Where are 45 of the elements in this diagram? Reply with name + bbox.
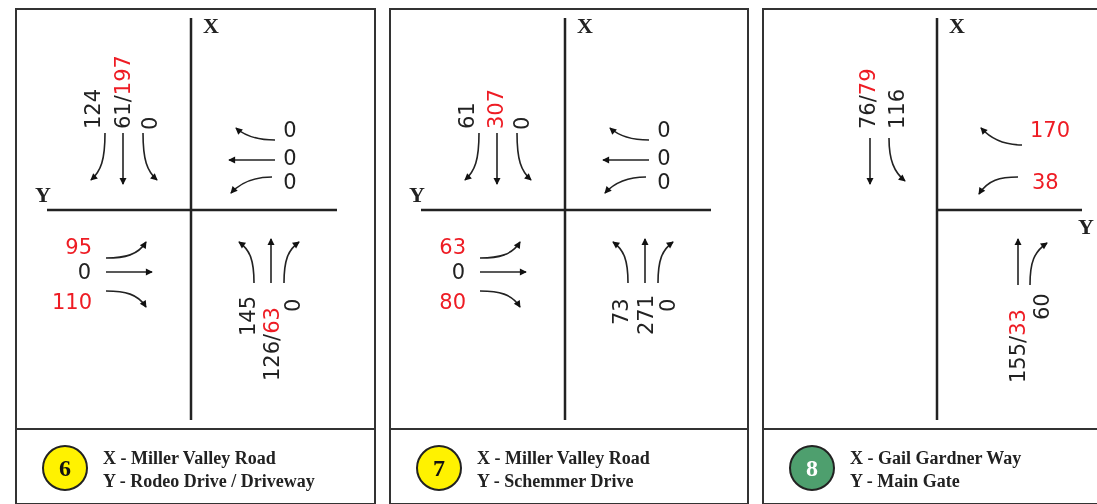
traffic-volume: 0 [283,170,297,194]
traffic-volume: 110 [51,290,92,314]
traffic-volume: 76/79 [856,68,880,129]
road-name: X - Miller Valley Road [477,448,650,468]
traffic-volume: 0 [283,146,297,170]
road-axis-label: Y [1078,215,1094,239]
intersection-number-badge: 8 [789,445,835,491]
traffic-volume: 60 [1030,293,1054,320]
traffic-volume: 95 [65,235,92,259]
traffic-volume: 145 [236,295,260,336]
traffic-volume: 155/33 [1006,309,1030,383]
traffic-volume: 0 [138,116,162,130]
road-axis-label: Y [409,183,425,207]
traffic-volume: 271 [634,294,658,335]
traffic-volume: 0 [510,116,534,130]
traffic-volume: 0 [283,118,297,142]
intersection-number-badge: 7 [416,445,462,491]
traffic-volume: 307 [484,88,508,129]
road-axis-label: X [949,14,965,38]
traffic-volume: 80 [439,290,466,314]
road-axis-label: X [203,14,219,38]
traffic-volume: 124 [81,88,105,129]
road-axis-label: Y [35,183,51,207]
road-axis-label: X [577,14,593,38]
traffic-volume: 73 [609,298,633,325]
road-name: Y - Main Gate [850,471,960,491]
traffic-volume: 0 [657,118,671,142]
road-name: Y - Schemmer Drive [477,471,634,491]
road-name: X - Miller Valley Road [103,448,276,468]
traffic-volume: 0 [656,298,680,312]
traffic-volume: 116 [885,88,909,129]
intersection-number-badge: 6 [42,445,88,491]
traffic-volume: 61 [455,102,479,129]
traffic-volume: 61/197 [111,55,135,129]
traffic-volume: 0 [77,260,91,284]
traffic-volume: 0 [451,260,465,284]
traffic-volume: 170 [1030,118,1071,142]
traffic-volume: 0 [657,146,671,170]
traffic-volume: 0 [281,298,305,312]
road-name: Y - Rodeo Drive / Driveway [103,471,315,491]
traffic-volume: 0 [657,170,671,194]
traffic-volume: 63 [439,235,466,259]
road-name: X - Gail Gardner Way [850,448,1022,468]
traffic-volume: 38 [1032,170,1059,194]
traffic-volume: 126/63 [260,307,284,381]
